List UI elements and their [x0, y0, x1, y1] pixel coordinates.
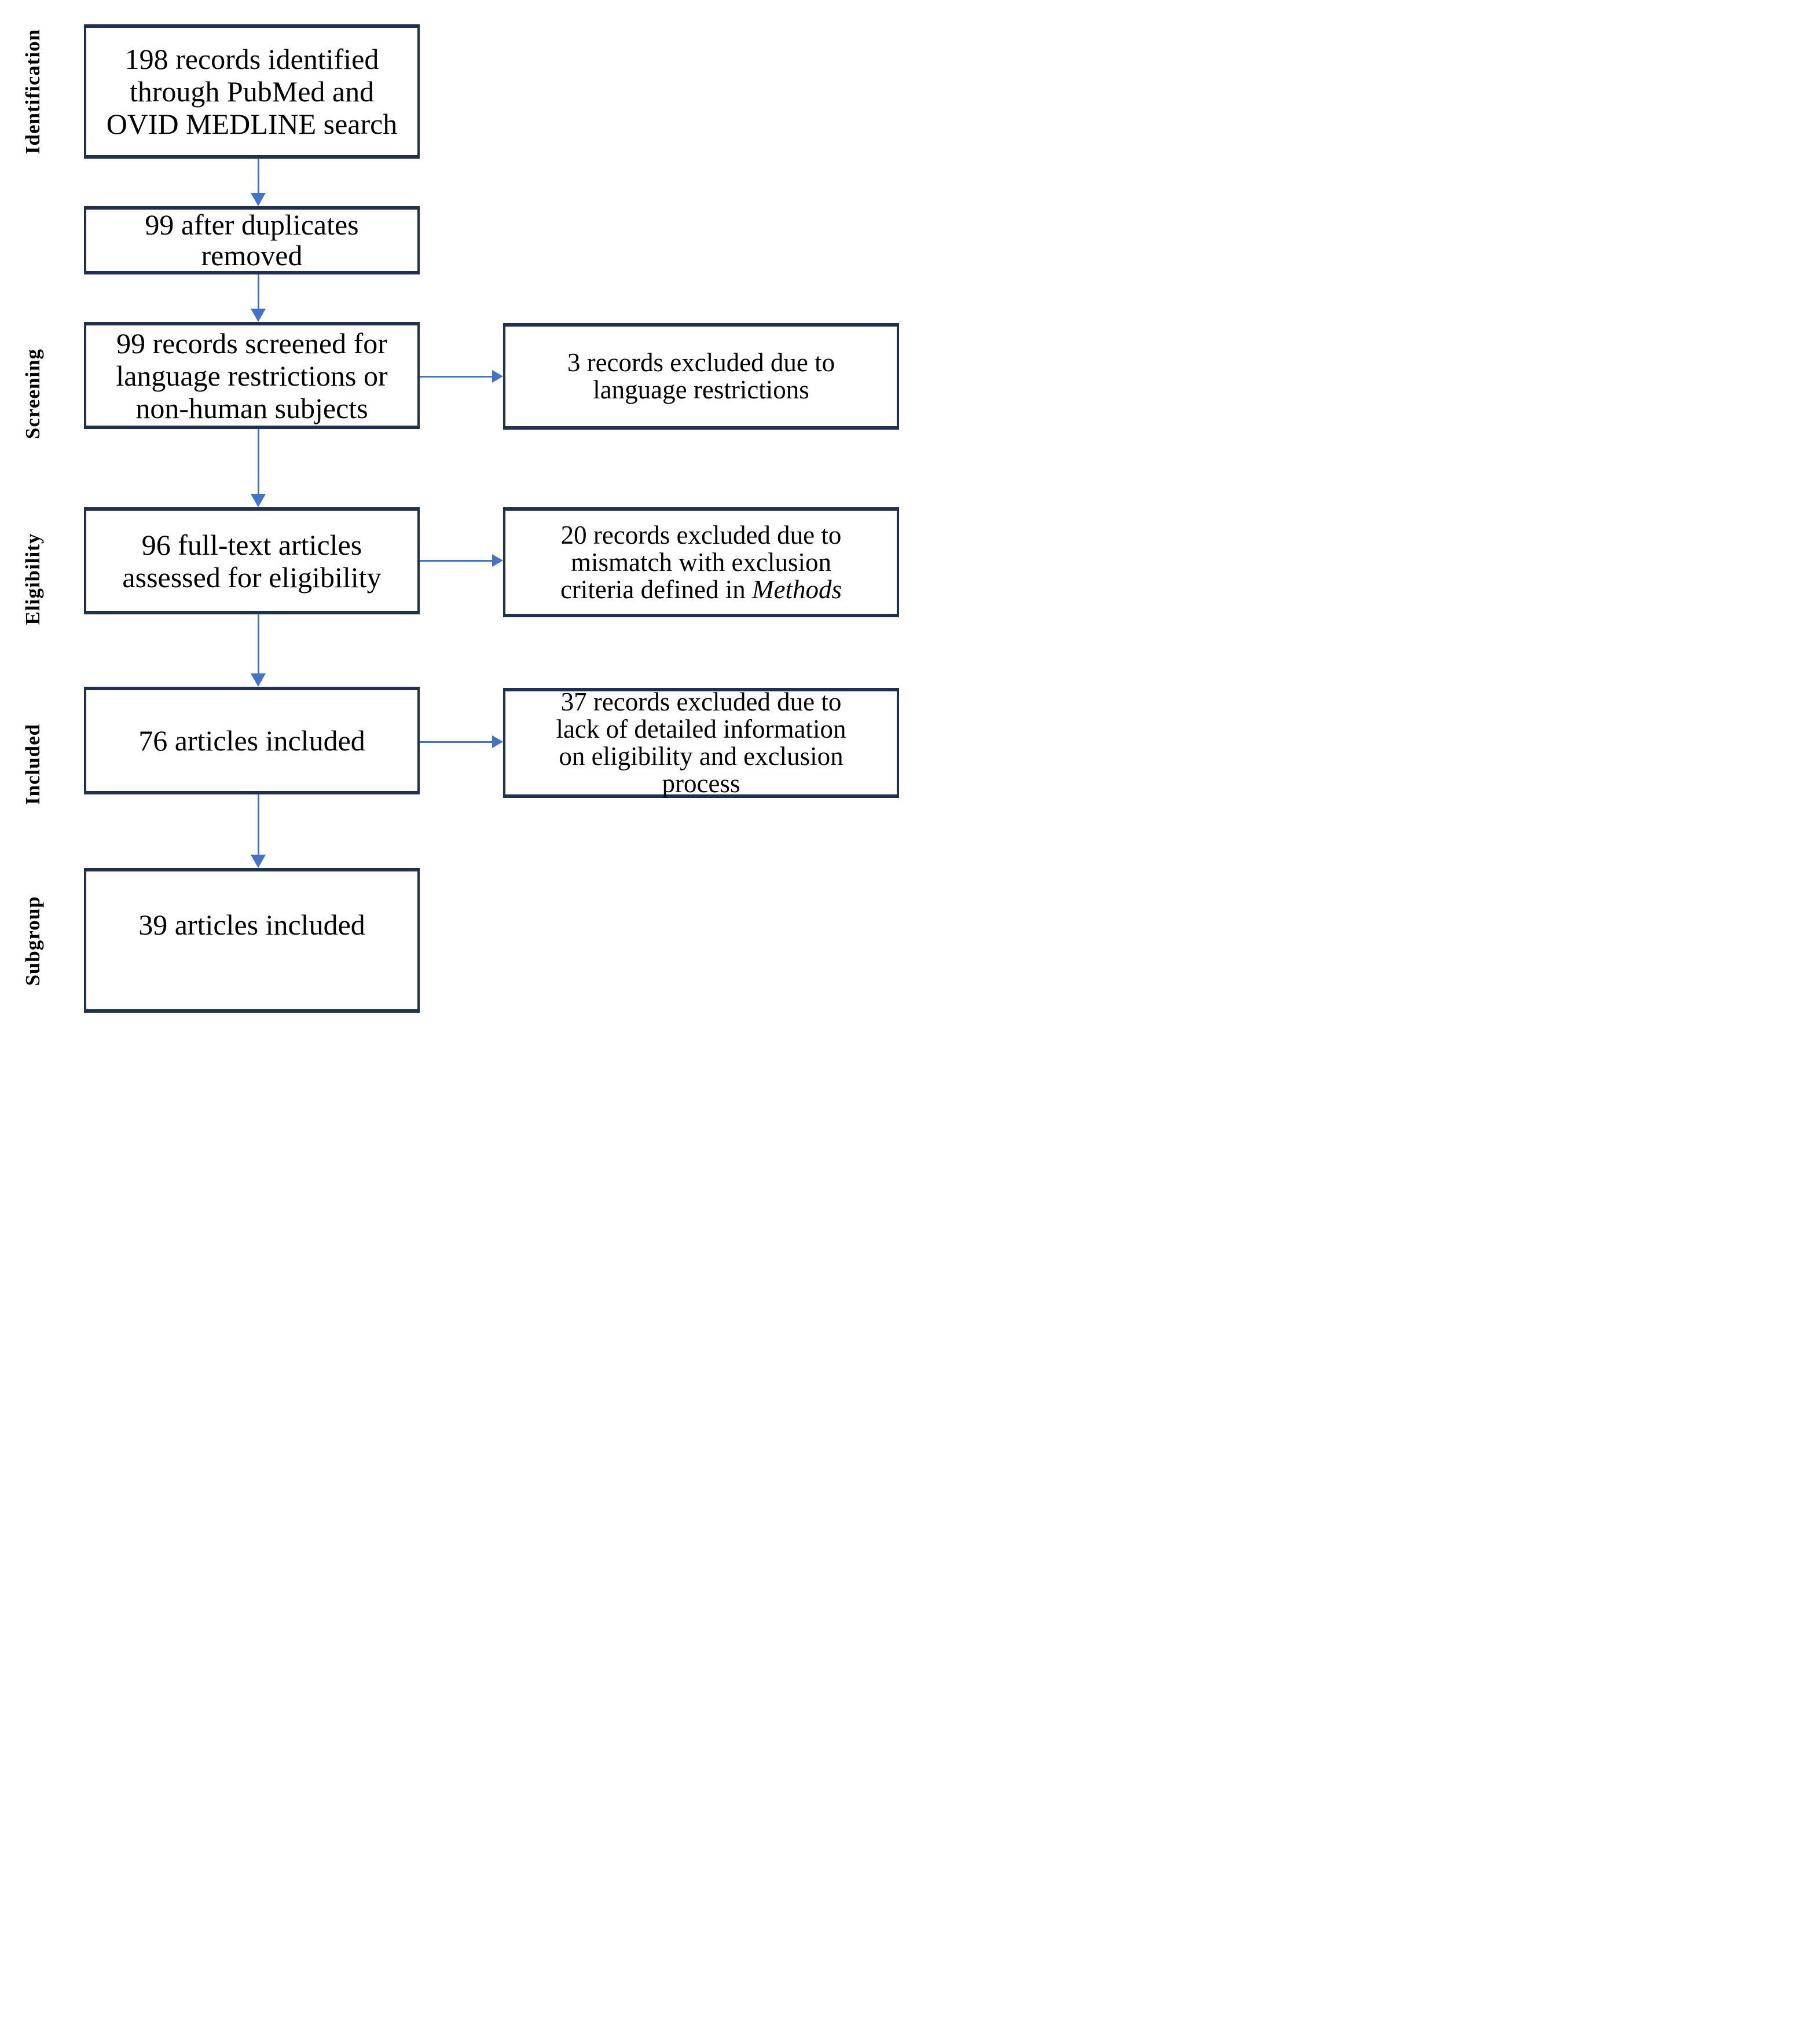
- box-text-line: 39 articles included: [138, 909, 365, 941]
- flow-arrow-down-1: [251, 159, 266, 206]
- box-text-line: 37 records excluded due to: [560, 687, 842, 716]
- box-text-line: process: [662, 769, 740, 798]
- box-text-line: assessed for eligibility: [122, 561, 382, 594]
- flow-box-fulltext-assessed: 96 full-text articles assessed for eligi…: [84, 507, 420, 614]
- stage-label-subgroup: Subgroup: [21, 896, 44, 986]
- flow-arrow-right-screening: [420, 370, 503, 383]
- flow-arrow-down-2: [251, 274, 266, 322]
- flow-box-articles-included: 76 articles included: [84, 687, 420, 794]
- arrowhead-down-icon: [251, 309, 266, 322]
- flow-box-after-duplicates: 99 after duplicates removed: [84, 206, 420, 274]
- box-text-italic-segment: Methods: [752, 574, 842, 604]
- flow-arrow-right-eligibility: [420, 554, 503, 567]
- stage-label-eligibility: Eligibility: [21, 533, 44, 625]
- arrowhead-down-icon: [251, 673, 266, 687]
- flow-arrow-down-3: [251, 429, 266, 507]
- stage-label-included: Included: [21, 723, 44, 805]
- flow-box-records-identified: 198 records identified through PubMed an…: [84, 24, 420, 159]
- stage-label-screening: Screening: [21, 348, 44, 439]
- box-text-line: 99 records screened for: [116, 327, 387, 360]
- box-text-line: non-human subjects: [135, 391, 368, 424]
- flow-arrow-right-included: [420, 735, 503, 748]
- box-text-line: 76 articles included: [138, 724, 365, 757]
- arrowhead-down-icon: [251, 494, 266, 507]
- box-text-line: on eligibility and exclusion: [559, 742, 844, 771]
- box-text-line: 96 full-text articles: [141, 528, 362, 561]
- box-text-line: mismatch with exclusion: [571, 547, 831, 577]
- arrow-stem: [257, 274, 259, 309]
- arrow-stem: [257, 614, 259, 673]
- box-text-segment: criteria defined in: [560, 574, 753, 604]
- box-text-line: through PubMed and: [129, 75, 375, 108]
- arrowhead-down-icon: [251, 855, 266, 868]
- stage-label-identification: Identification: [21, 28, 44, 155]
- arrowhead-right-icon: [492, 554, 503, 567]
- prisma-flow-diagram: Identification Screening Eligibility Inc…: [0, 0, 910, 1022]
- arrow-stem: [257, 159, 259, 193]
- box-text-line: 99 after duplicates: [145, 208, 359, 241]
- arrow-stem: [420, 375, 492, 378]
- box-text-line: 198 records identified: [124, 43, 379, 75]
- flow-box-subgroup-included: 39 articles included: [84, 868, 420, 1013]
- flow-box-records-screened: 99 records screened for language restric…: [84, 322, 420, 429]
- arrow-stem: [420, 559, 492, 562]
- box-text-line: criteria defined in Methods: [560, 576, 842, 603]
- arrow-stem: [420, 741, 492, 743]
- arrowhead-down-icon: [251, 193, 266, 206]
- arrow-stem: [257, 794, 259, 855]
- box-text-line: 3 records excluded due to: [567, 348, 835, 377]
- box-text-line: OVID MEDLINE search: [106, 108, 398, 140]
- flow-arrow-down-4: [251, 614, 266, 687]
- arrowhead-right-icon: [492, 370, 503, 383]
- arrow-stem: [257, 429, 259, 494]
- box-text-line: lack of detailed information: [556, 715, 846, 743]
- arrowhead-right-icon: [492, 735, 503, 748]
- exclusion-box-information: 37 records excluded due to lack of detai…: [503, 688, 899, 798]
- exclusion-box-language: 3 records excluded due to language restr…: [503, 323, 899, 430]
- box-text-line: language restrictions: [593, 375, 809, 404]
- box-text-line: 20 records excluded due to: [560, 520, 842, 550]
- box-text-line: language restrictions or: [116, 359, 388, 392]
- exclusion-box-criteria: 20 records excluded due to mismatch with…: [503, 507, 899, 617]
- box-text-line: removed: [201, 239, 303, 272]
- flow-arrow-down-5: [251, 794, 266, 868]
